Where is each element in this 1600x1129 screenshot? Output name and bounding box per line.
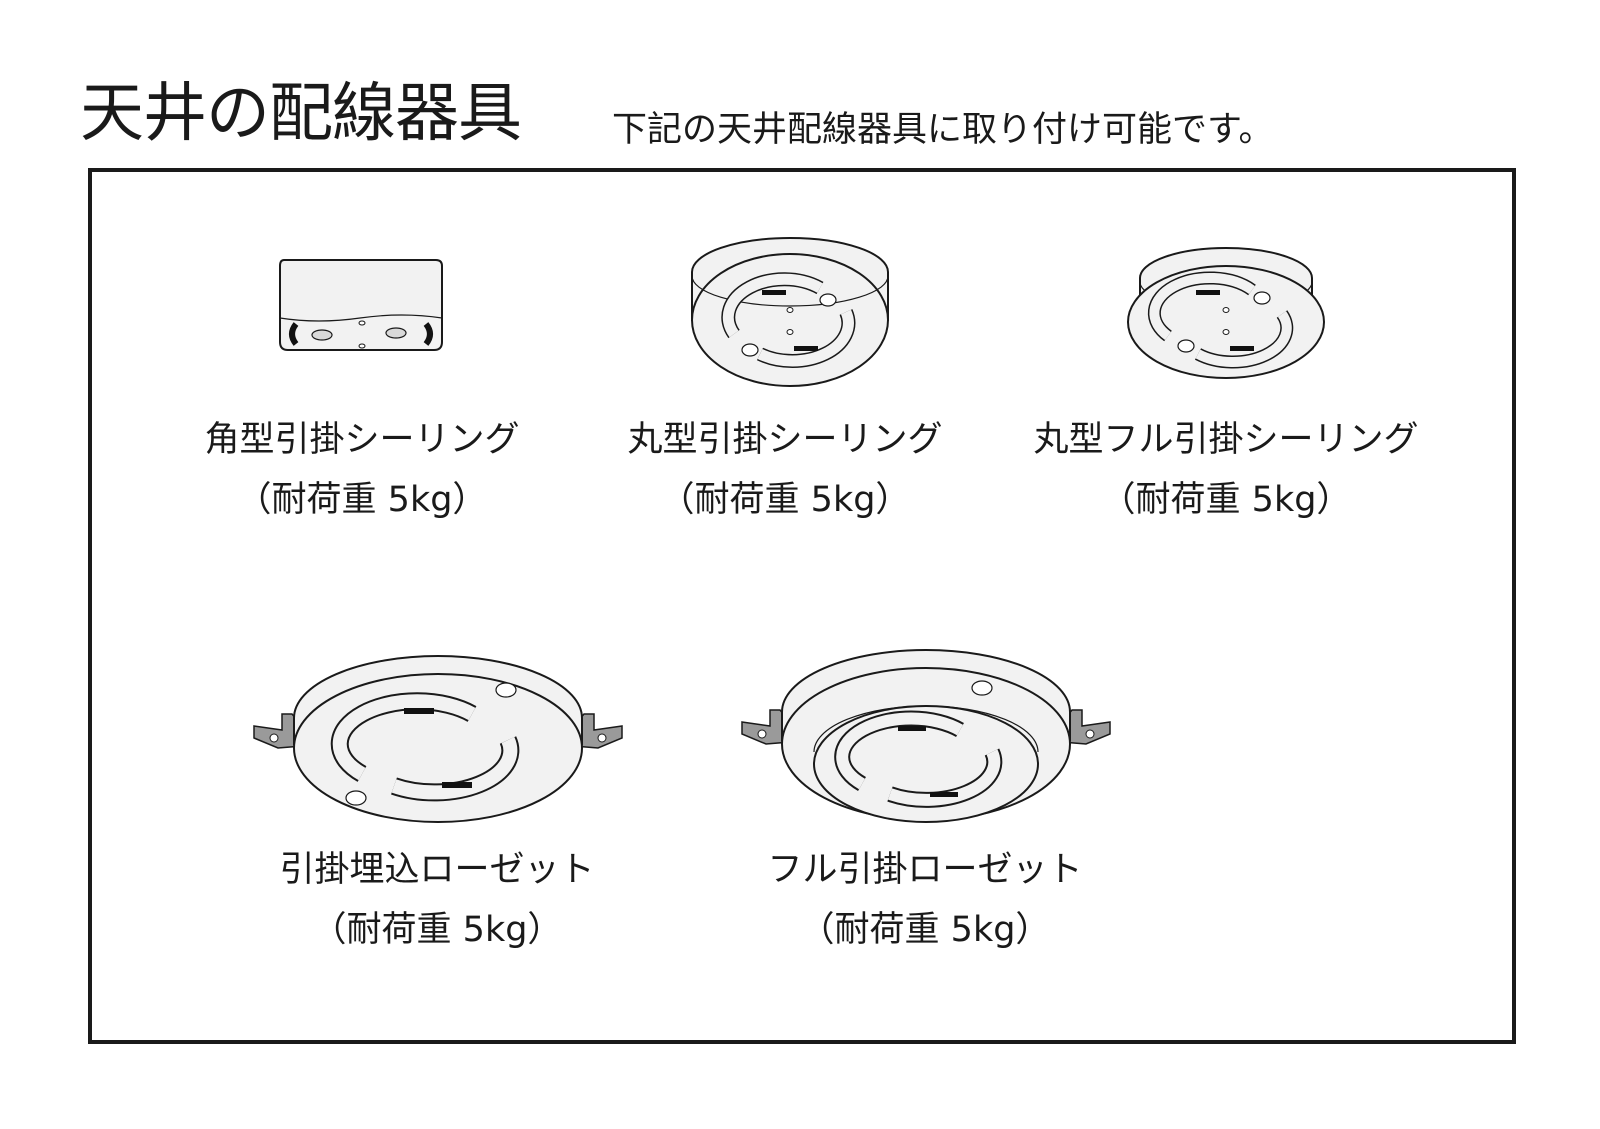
device-load: （耐荷重 5kg） bbox=[1100, 480, 1352, 520]
device-name: 角型引掛シーリング bbox=[204, 420, 520, 460]
page-subtitle: 下記の天井配線器具に取り付け可能です。 bbox=[612, 110, 1274, 150]
embedded-rosette-icon bbox=[253, 655, 623, 823]
full-hook-rosette-icon bbox=[741, 649, 1111, 823]
device-load: （耐荷重 5kg） bbox=[659, 480, 911, 520]
device-caption: フル引掛ローゼット （耐荷重 5kg） bbox=[695, 848, 1155, 952]
device-name: 丸型引掛シーリング bbox=[627, 420, 943, 460]
device-load: （耐荷重 5kg） bbox=[311, 910, 563, 950]
page-title: 天井の配線器具 bbox=[80, 77, 522, 151]
device-caption: 角型引掛シーリング （耐荷重 5kg） bbox=[132, 418, 592, 522]
device-load: （耐荷重 5kg） bbox=[799, 910, 1051, 950]
round-ceiling-hook-icon bbox=[691, 237, 889, 387]
device-name: フル引掛ローゼット bbox=[767, 850, 1083, 890]
device-name: 丸型フル引掛シーリング bbox=[1033, 420, 1419, 460]
device-name: 引掛埋込ローゼット bbox=[279, 850, 595, 890]
square-ceiling-hook-icon bbox=[279, 259, 443, 351]
device-caption: 丸型フル引掛シーリング （耐荷重 5kg） bbox=[996, 418, 1456, 522]
device-load: （耐荷重 5kg） bbox=[236, 480, 488, 520]
round-full-ceiling-hook-icon bbox=[1127, 247, 1325, 379]
device-caption: 引掛埋込ローゼット （耐荷重 5kg） bbox=[207, 848, 667, 952]
device-caption: 丸型引掛シーリング （耐荷重 5kg） bbox=[555, 418, 1015, 522]
devices-frame bbox=[88, 168, 1516, 1044]
